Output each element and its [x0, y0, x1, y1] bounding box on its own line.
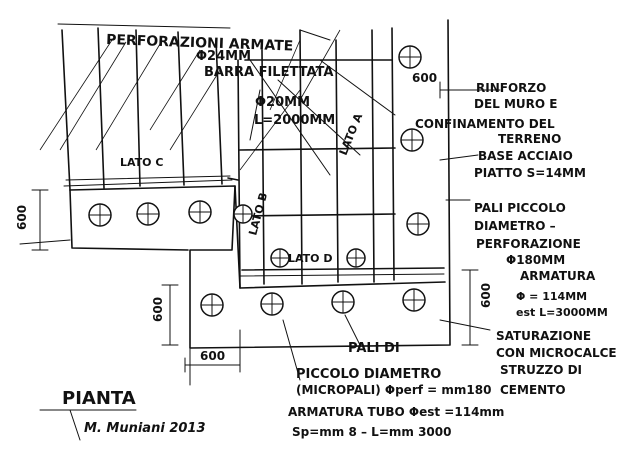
hole: [136, 202, 160, 226]
label-pali-4: Φ180MM: [506, 253, 565, 267]
label-dim-600-bottom: 600: [200, 349, 225, 363]
hole: [260, 292, 284, 316]
reinforcement-grid: [237, 27, 445, 289]
bolt-holes: [88, 45, 430, 317]
label-pali-1: PALI PICCOLO: [474, 201, 566, 215]
label-dim-600-top: 600: [412, 71, 437, 85]
label-dim-600-left: 600: [15, 205, 29, 230]
leader-lines: [69, 29, 491, 441]
label-l2000: L=2000MM: [254, 113, 335, 128]
hole: [346, 248, 366, 268]
hole: [233, 204, 253, 224]
label-micro-3: (MICROPALI) Φperf = mm180: [296, 383, 491, 397]
label-pali-6: Φ = 114MM: [516, 290, 587, 303]
label-pali-7: est L=3000MM: [516, 306, 608, 319]
label-micro-1: PALI DI: [348, 341, 400, 356]
label-pianta: PIANTA: [62, 388, 136, 409]
label-dim-600-lower-left: 600: [151, 297, 165, 322]
label-micro-2: PICCOLO DIAMETRO: [296, 367, 441, 382]
label-dim-600-right: 600: [479, 283, 493, 308]
hole: [331, 290, 355, 314]
hole: [270, 248, 290, 268]
dimension-lines: [19, 81, 501, 386]
annotations: PERFORAZIONI ARMATE Φ24MM BARRA FILETTAT…: [15, 32, 617, 439]
label-base-1: BASE ACCIAIO: [478, 149, 573, 163]
label-pali-3: PERFORAZIONE: [476, 237, 581, 251]
label-diam-24: Φ24MM: [196, 49, 251, 64]
label-sat-1: SATURAZIONE: [496, 329, 591, 343]
label-rinforzo-1: RINFORZO: [476, 81, 546, 95]
label-sat-3: STRUZZO DI: [500, 363, 582, 377]
hole: [400, 128, 424, 152]
hole: [402, 288, 426, 312]
label-lato-c: LATO C: [120, 156, 163, 169]
label-rinforzo-3: CONFINAMENTO DEL: [415, 117, 555, 131]
hatching-strokes: [39, 29, 341, 171]
hole: [398, 45, 422, 69]
label-diam-20: Φ20MM: [255, 95, 310, 110]
label-sat-4: CEMENTO: [500, 383, 566, 397]
label-rinforzo-4: TERRENO: [498, 132, 561, 146]
hole: [88, 203, 112, 227]
label-lato-a: LATO A: [337, 111, 366, 157]
label-barra: BARRA FILETTATA: [204, 65, 333, 80]
label-sat-2: CON MICROCALCE: [496, 346, 617, 360]
label-signature: M. Muniani 2013: [84, 421, 206, 436]
label-lato-d: LATO D: [288, 252, 332, 265]
label-micro-4: ARMATURA TUBO Φest =114mm: [288, 405, 504, 419]
hole: [200, 293, 224, 317]
label-micro-5: Sp=mm 8 – L=mm 3000: [292, 425, 451, 439]
label-pali-2: DIAMETRO –: [474, 219, 556, 233]
label-perforazioni: PERFORAZIONI ARMATE: [106, 32, 294, 55]
hole: [188, 200, 212, 224]
hole: [406, 212, 430, 236]
label-rinforzo-2: DEL MURO E: [474, 97, 557, 111]
label-pali-5: ARMATURA: [520, 269, 596, 283]
label-base-2: PIATTO S=14MM: [474, 166, 586, 180]
